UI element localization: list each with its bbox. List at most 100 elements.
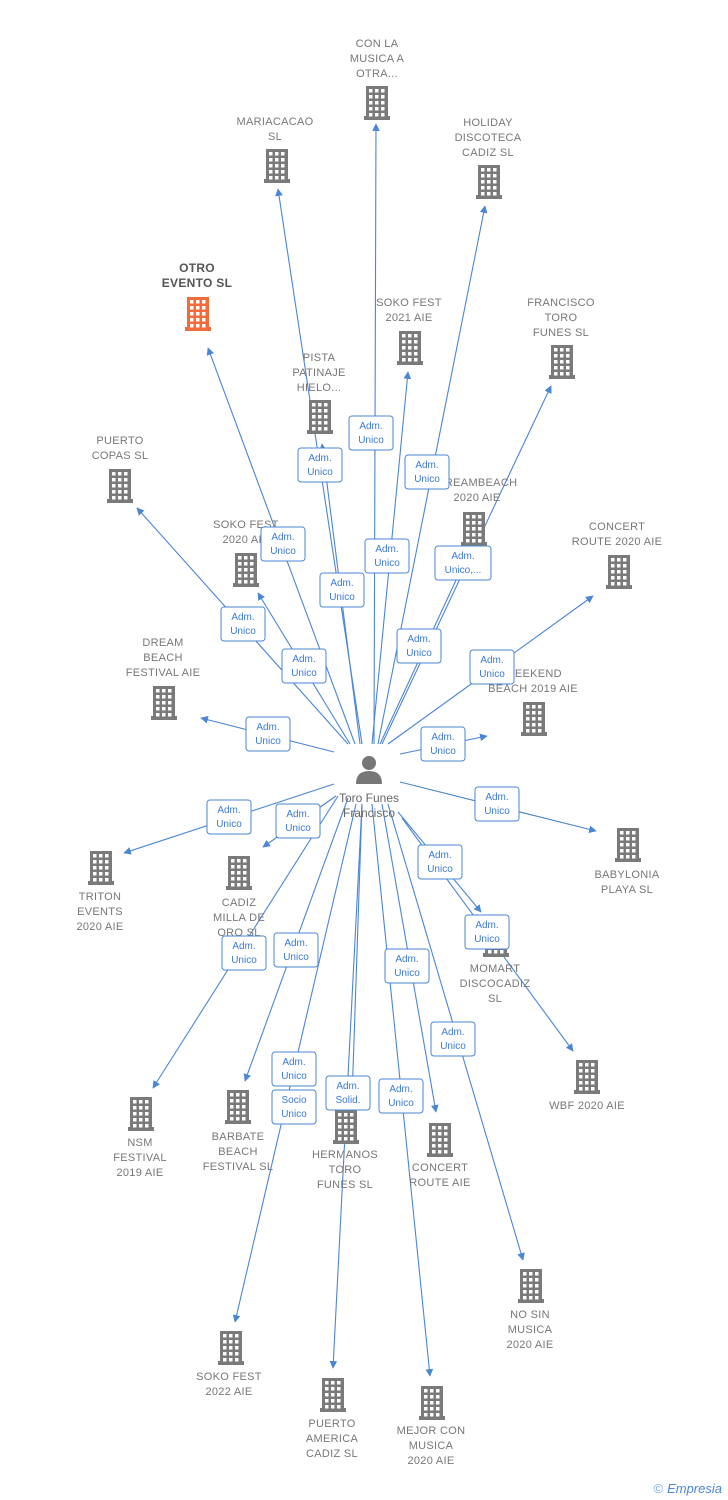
node-wbf-2020[interactable]: WBF 2020 AIE xyxy=(549,1060,625,1112)
node-label-line: FESTIVAL SL xyxy=(203,1161,274,1173)
role-badge[interactable]: Adm.Unico xyxy=(364,538,410,574)
node-label-line: PUERTO xyxy=(96,435,143,447)
node-pista-patinaje[interactable]: PISTAPATINAJEHIELO... xyxy=(292,352,345,434)
role-text-line: Adm. xyxy=(480,655,503,666)
role-badge[interactable]: Adm.Unico xyxy=(420,726,466,762)
node-label-line: MILLA DE xyxy=(213,912,265,924)
role-badge[interactable]: Adm.Unico xyxy=(260,526,306,562)
node-label-line: DREAM xyxy=(142,637,183,649)
role-badge[interactable]: Adm. Unico xyxy=(404,454,450,490)
role-badge[interactable]: Adm.Unico xyxy=(417,844,463,880)
role-badge[interactable]: Adm.Unico xyxy=(474,786,520,822)
role-text-line: Unico xyxy=(358,435,384,446)
role-text-line: Adm. xyxy=(286,809,309,820)
role-badge[interactable]: Adm.Unico xyxy=(275,803,321,839)
node-label-line: AMERICA xyxy=(306,1433,359,1445)
role-text-line: Adm. xyxy=(407,634,430,645)
building-icon xyxy=(333,1110,359,1144)
role-badge[interactable]: Adm.Unico xyxy=(384,948,430,984)
role-badge[interactable]: Adm.Unico xyxy=(396,628,442,664)
role-text-line: Unico xyxy=(374,558,400,569)
node-label-line: 2020 AIE xyxy=(506,1339,553,1351)
role-badge[interactable]: Adm.Unico xyxy=(378,1078,424,1114)
node-label-line: 2020 AIE xyxy=(76,921,123,933)
node-label-line: BEACH xyxy=(218,1146,257,1158)
node-label-line: EVENTO SL xyxy=(162,276,233,290)
node-label-line: MARIACACAO xyxy=(237,116,314,128)
node-label-line: TORO xyxy=(329,1164,362,1176)
role-text-line: Unico xyxy=(414,474,440,485)
node-label-line: MOMART xyxy=(470,963,520,975)
role-badge[interactable]: Adm.Unico xyxy=(430,1021,476,1057)
building-icon xyxy=(419,1386,445,1420)
role-badge[interactable]: Adm.Unico xyxy=(281,648,327,684)
node-soko-fest-2021[interactable]: SOKO FEST 2021 AIE xyxy=(376,297,442,365)
role-badge[interactable]: Adm.Unico xyxy=(319,572,365,608)
node-label-line: SOKO FEST xyxy=(376,297,442,309)
copyright-icon: © xyxy=(653,1481,664,1496)
node-label-line: DISCOCADIZ xyxy=(460,978,531,990)
role-text-line: Adm. xyxy=(415,460,438,471)
role-badge[interactable]: Adm.Unico xyxy=(220,606,266,642)
role-badge[interactable]: Adm.Unico xyxy=(245,716,291,752)
role-badge[interactable]: Adm.Unico xyxy=(271,1051,317,1087)
role-badge[interactable]: Adm.Unico xyxy=(297,447,343,483)
role-badge[interactable]: Adm.Unico xyxy=(464,914,510,950)
node-label-line: NO SIN xyxy=(510,1309,550,1321)
center-person[interactable]: Toro Funes Francisco xyxy=(339,756,399,820)
building-icon xyxy=(521,702,547,736)
building-icon xyxy=(264,149,290,183)
role-badge[interactable]: Adm.Unico,... xyxy=(434,545,492,581)
node-triton-events[interactable]: TRITON EVENTS 2020 AIE xyxy=(76,851,123,933)
role-badge[interactable]: Adm.Unico xyxy=(348,415,394,451)
node-label-line: TRITON xyxy=(79,891,122,903)
node-label-line: WBF 2020 AIE xyxy=(549,1100,625,1112)
center-name-line: Toro Funes xyxy=(339,791,399,805)
building-icon xyxy=(518,1269,544,1303)
building-icon xyxy=(218,1331,244,1365)
role-text-line: Unico xyxy=(231,955,257,966)
role-badge[interactable]: Adm.Unico xyxy=(221,935,267,971)
role-badge[interactable]: Adm.Solid. xyxy=(325,1075,371,1111)
role-text-line: Adm. xyxy=(389,1084,412,1095)
node-label-line: TORO xyxy=(545,312,578,324)
role-badge[interactable]: Adm.Unico xyxy=(273,932,319,968)
role-text-line: Adm. xyxy=(330,578,353,589)
node-label-line: ROUTE 2020 AIE xyxy=(572,536,662,548)
role-text-line: Adm. xyxy=(431,732,454,743)
role-text-line: Unico xyxy=(281,1109,307,1120)
person-icon xyxy=(356,756,382,784)
role-badge[interactable]: Adm.Unico xyxy=(469,649,515,685)
node-label-line: DREAMBEACH xyxy=(437,477,518,489)
node-label-line: HIELO... xyxy=(297,382,342,394)
brand-logo[interactable]: Empresia xyxy=(667,1481,722,1496)
role-text-line: Unico,... xyxy=(445,565,482,576)
role-text-line: Unico xyxy=(283,952,309,963)
node-label-line: EVENTS xyxy=(77,906,123,918)
role-badge[interactable]: Adm.Unico xyxy=(206,799,252,835)
role-text-line: Adm. xyxy=(485,792,508,803)
node-label-line: 2021 AIE xyxy=(385,312,432,324)
